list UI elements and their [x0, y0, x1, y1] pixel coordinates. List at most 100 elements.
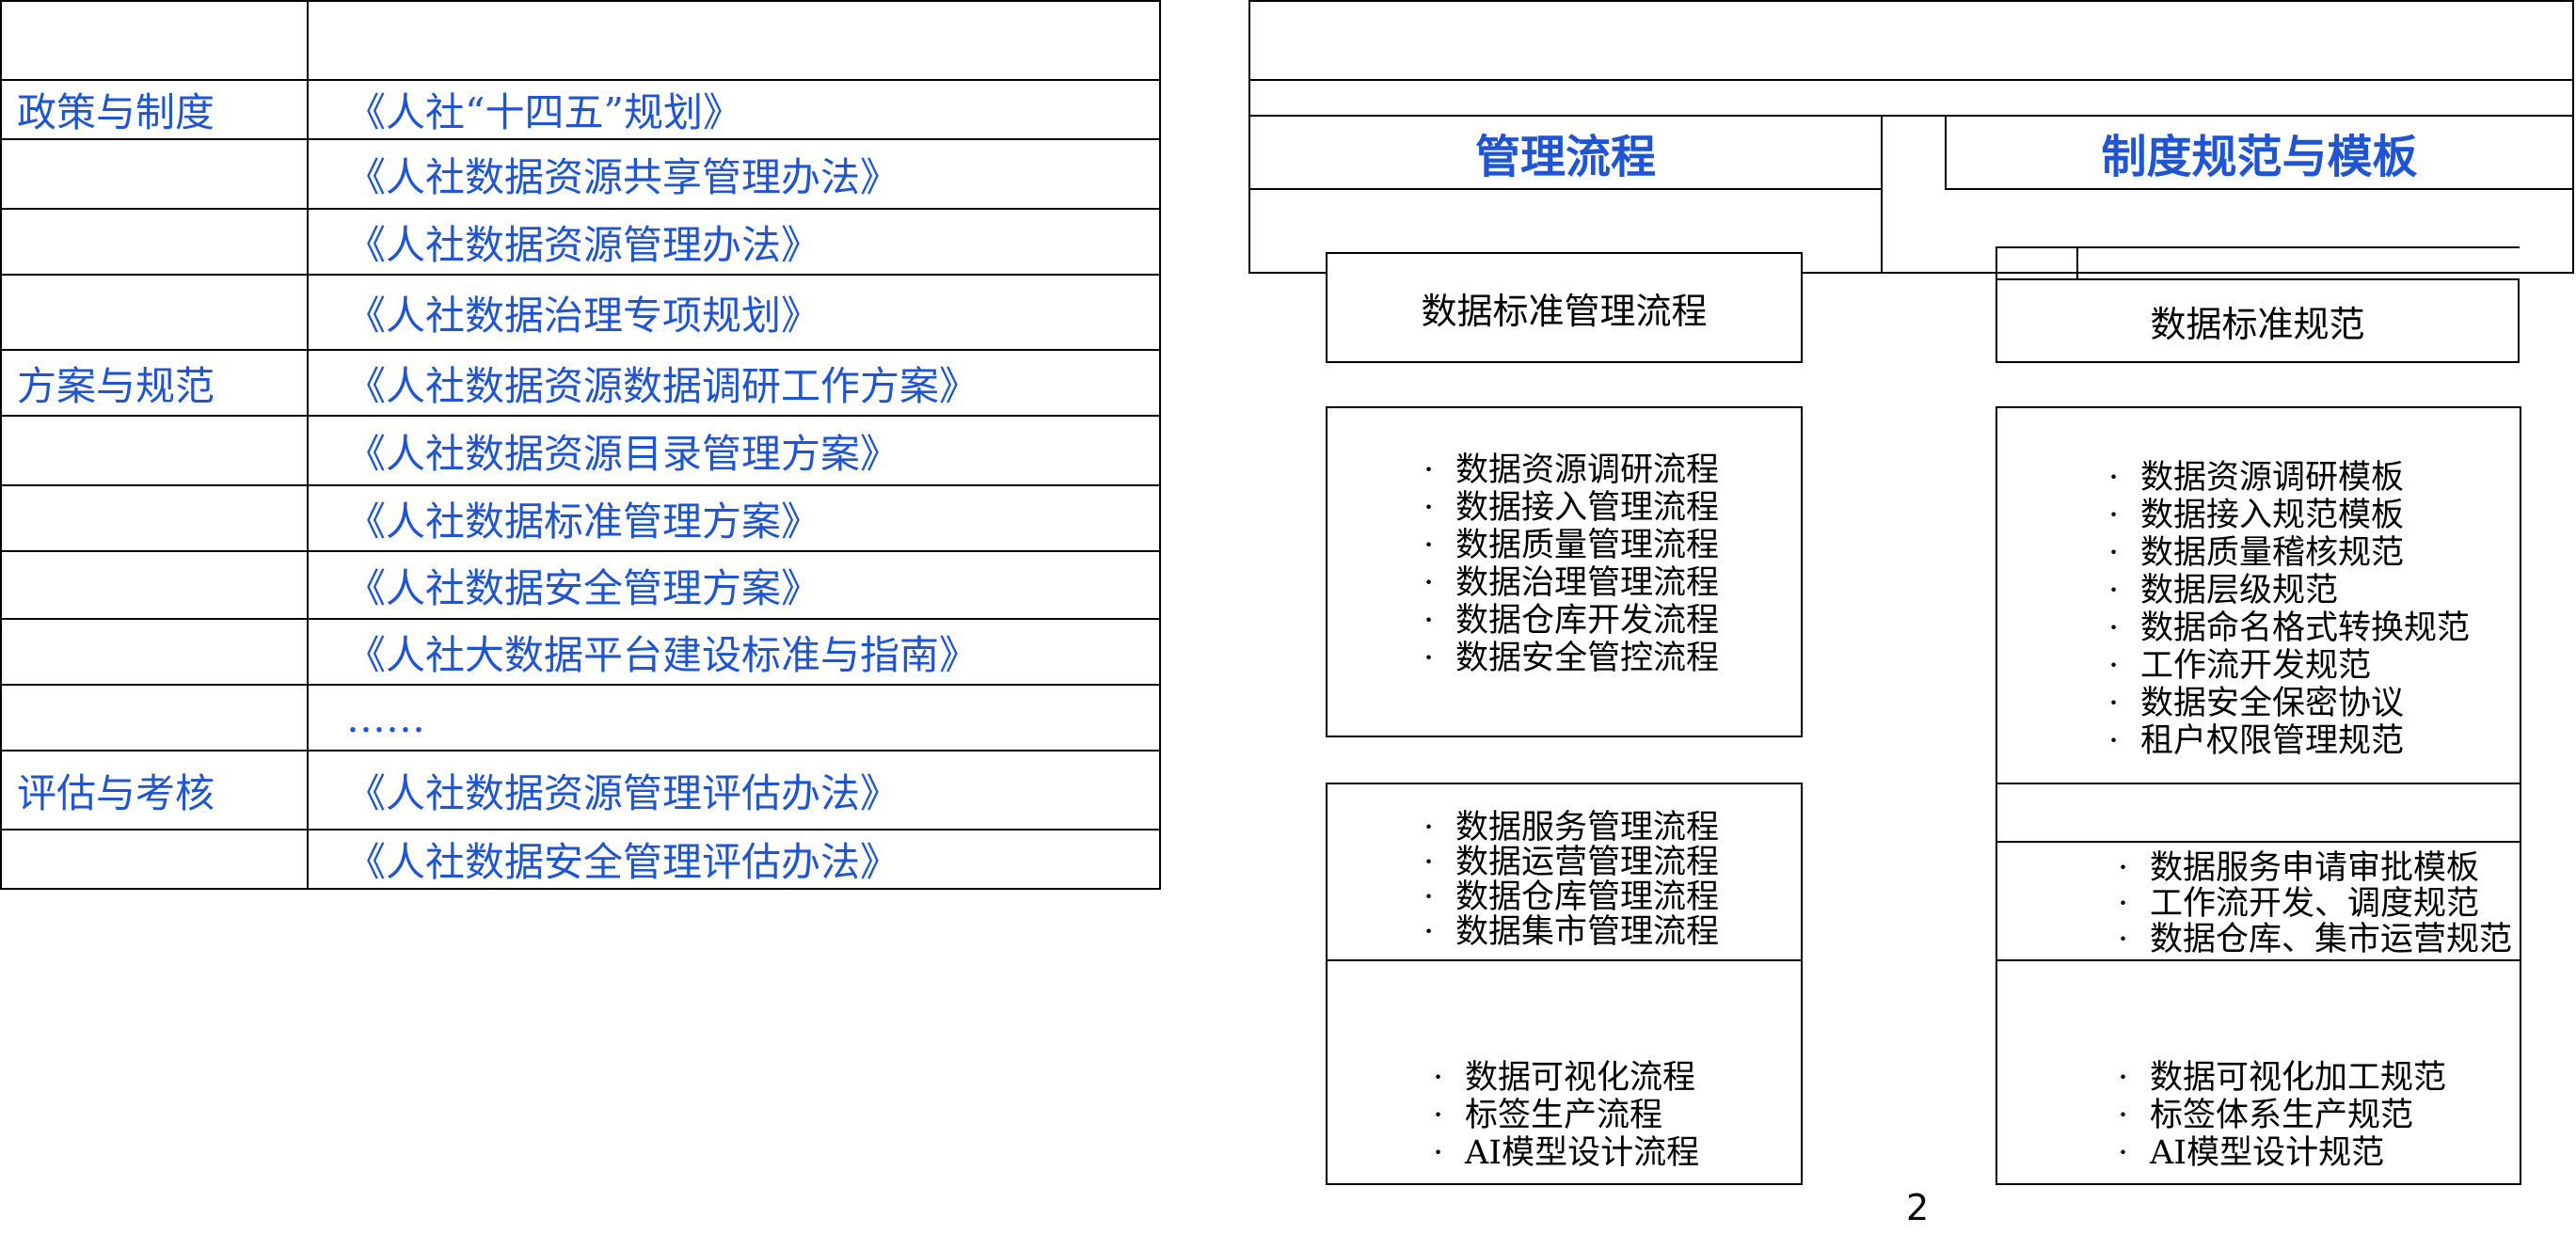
list-item-text: 数据安全管控流程: [1455, 640, 1720, 677]
standards-list-3: ·数据可视化加工规范·标签体系生产规范·AI模型设计规范: [2118, 1059, 2446, 1172]
category-cell: [0, 684, 309, 751]
list-item-text: 数据仓库开发流程: [1455, 602, 1720, 640]
document-cell: 《人社大数据平台建设标准与指南》: [307, 618, 1161, 686]
bullet-icon: ·: [2118, 921, 2129, 958]
list-item: · 数据接入管理流程: [1423, 489, 1719, 527]
category-cell: [0, 618, 309, 686]
list-item: · 工作流开发规范: [2108, 647, 2470, 685]
list-item-text: 数据运营管理流程: [1455, 844, 1720, 881]
document-title: 《人社“十四五”规划》: [346, 89, 742, 135]
standards-title-side-line: [2076, 246, 2078, 280]
table-row: 《人社数据治理专项规划》: [0, 274, 1161, 351]
list-item: ·数据仓库开发流程: [1423, 602, 1719, 640]
bullet-icon: ·: [1423, 564, 1435, 602]
category-cell: [0, 550, 309, 620]
document-cell: [307, 0, 1161, 81]
list-item-text: 数据仓库、集市运营规范: [2150, 921, 2513, 958]
category-cell: [0, 484, 309, 552]
category-cell: [0, 208, 309, 276]
document-title: 《人社数据资源管理评估办法》: [346, 769, 900, 816]
list-item: ·数据层级规范: [2108, 572, 2470, 609]
list-item-text: 数据接入管理流程: [1455, 489, 1720, 527]
document-cell: 《人社数据资源管理办法》: [307, 208, 1161, 276]
list-item: ·数据接入规范模板: [2108, 497, 2470, 534]
list-item: ·数据服务申请审批模板: [2118, 850, 2512, 886]
table-row: 《人社数据资源共享管理办法》: [0, 138, 1161, 210]
bullet-icon: ·: [1423, 878, 1435, 916]
process-group-3: ·数据可视化流程·标签生产流程·AI模型设计流程: [1326, 959, 1803, 1185]
standards-title: 数据标准规范: [2150, 303, 2365, 345]
table-row: 《人社数据标准管理方案》: [0, 484, 1161, 552]
document-cell: 《人社数据标准管理方案》: [307, 484, 1161, 552]
list-item: ·数据运营管理流程: [1423, 846, 1719, 880]
page-number: 2: [1906, 1187, 1930, 1228]
list-item: · AI模型设计流程: [1433, 1134, 1699, 1172]
document-cell: 《人社数据安全管理方案》: [307, 550, 1161, 620]
document-title: 《人社数据安全管理评估办法》: [346, 839, 900, 885]
bullet-icon: ·: [2118, 849, 2129, 887]
category-cell: [0, 138, 309, 210]
document-cell: 《人社数据安全管理评估办法》: [307, 829, 1161, 890]
category-cell: [0, 0, 309, 81]
document-title: 《人社数据资源管理办法》: [346, 221, 821, 268]
document-cell: ……: [307, 684, 1161, 751]
bullet-icon: ·: [2108, 685, 2120, 722]
document-cell: 《人社数据资源数据调研工作方案》: [307, 349, 1161, 417]
category-cell: [0, 415, 309, 486]
list-item: · 数据仓库、集市运营规范: [2118, 922, 2512, 957]
bullet-icon: ·: [2108, 647, 2120, 685]
bullet-icon: ·: [1423, 809, 1435, 846]
document-table: 政策与制度 《人社“十四五”规划》《人社数据资源共享管理办法》《人社数据资源管理办…: [0, 0, 1161, 890]
standards-group-2: ·数据服务申请审批模板·工作流开发、调度规范·数据仓库、集市运营规范: [1996, 783, 2521, 961]
header-frame: [1248, 0, 2574, 274]
list-item-text: 数据资源调研流程: [1455, 451, 1720, 489]
category-label: 方案与规范: [17, 362, 215, 409]
list-item: ·数据质量稽核规范: [2108, 534, 2470, 572]
category-label: 政策与制度: [17, 89, 215, 135]
category-cell: 评估与考核: [0, 750, 309, 831]
standards-group-3: ·数据可视化加工规范·标签体系生产规范·AI模型设计规范: [1996, 959, 2521, 1185]
document-title: ……: [346, 694, 425, 741]
table-row: 政策与制度 《人社“十四五”规划》: [0, 79, 1161, 140]
bullet-icon: ·: [2118, 1097, 2129, 1134]
bullet-icon: ·: [1433, 1097, 1444, 1134]
list-item: ·数据集市管理流程: [1423, 915, 1719, 950]
document-cell: 《人社“十四五”规划》: [307, 79, 1161, 140]
list-item-text: 工作流开发规范: [2140, 647, 2372, 685]
list-item-text: 数据接入规范模板: [2140, 497, 2405, 534]
bullet-icon: ·: [1433, 1134, 1444, 1172]
document-title: 《人社数据标准管理方案》: [346, 498, 821, 545]
list-item: ·AI模型设计规范: [2118, 1134, 2446, 1172]
list-item: ·数据安全保密协议: [2108, 685, 2470, 722]
table-row: [0, 0, 1161, 81]
header-divider: [1945, 115, 1947, 189]
process-group-2: ·数据服务管理流程·数据运营管理流程·数据仓库管理流程·数据集市管理流程: [1326, 783, 1803, 961]
document-title: 《人社数据资源共享管理办法》: [346, 153, 900, 200]
document-title: 《人社数据资源目录管理方案》: [346, 430, 900, 477]
list-item-text: AI模型设计流程: [1465, 1134, 1700, 1172]
list-item-text: 数据命名格式转换规范: [2140, 609, 2471, 647]
document-cell: 《人社数据资源目录管理方案》: [307, 415, 1161, 486]
standards-list-1: ·数据资源调研模板·数据接入规范模板·数据质量稽核规范·数据层级规范·数据命名格…: [2108, 459, 2470, 760]
bullet-icon: ·: [2108, 609, 2120, 647]
table-row: 《人社数据安全管理方案》: [0, 550, 1161, 620]
list-item: ·数据服务管理流程: [1423, 811, 1719, 846]
header-divider: [1248, 188, 1882, 190]
table-row: 《人社数据资源管理办法》: [0, 208, 1161, 276]
bullet-icon: ·: [1423, 489, 1435, 527]
table-row: 方案与规范 《人社数据资源数据调研工作方案》: [0, 349, 1161, 417]
header-divider: [1881, 115, 1883, 274]
bullet-icon: ·: [2108, 722, 2120, 760]
process-list-3: ·数据可视化流程·标签生产流程·AI模型设计流程: [1433, 1059, 1699, 1172]
standards-title-top-line: [1996, 246, 2520, 248]
bullet-icon: ·: [2118, 1134, 2129, 1172]
document-title: 《人社数据治理专项规划》: [346, 292, 821, 339]
list-item: ·租户权限管理规范: [2108, 722, 2470, 760]
bullet-icon: ·: [2118, 1059, 2129, 1097]
standards-header: 制度规范与模板: [2101, 131, 2418, 183]
standards-group-2-divider: [1997, 841, 2520, 843]
list-item: ·数据仓库管理流程: [1423, 880, 1719, 915]
list-item-text: 工作流开发、调度规范: [2150, 885, 2480, 923]
table-row: 评估与考核《人社数据资源管理评估办法》: [0, 750, 1161, 831]
list-item-text: 数据可视化加工规范: [2150, 1059, 2447, 1097]
